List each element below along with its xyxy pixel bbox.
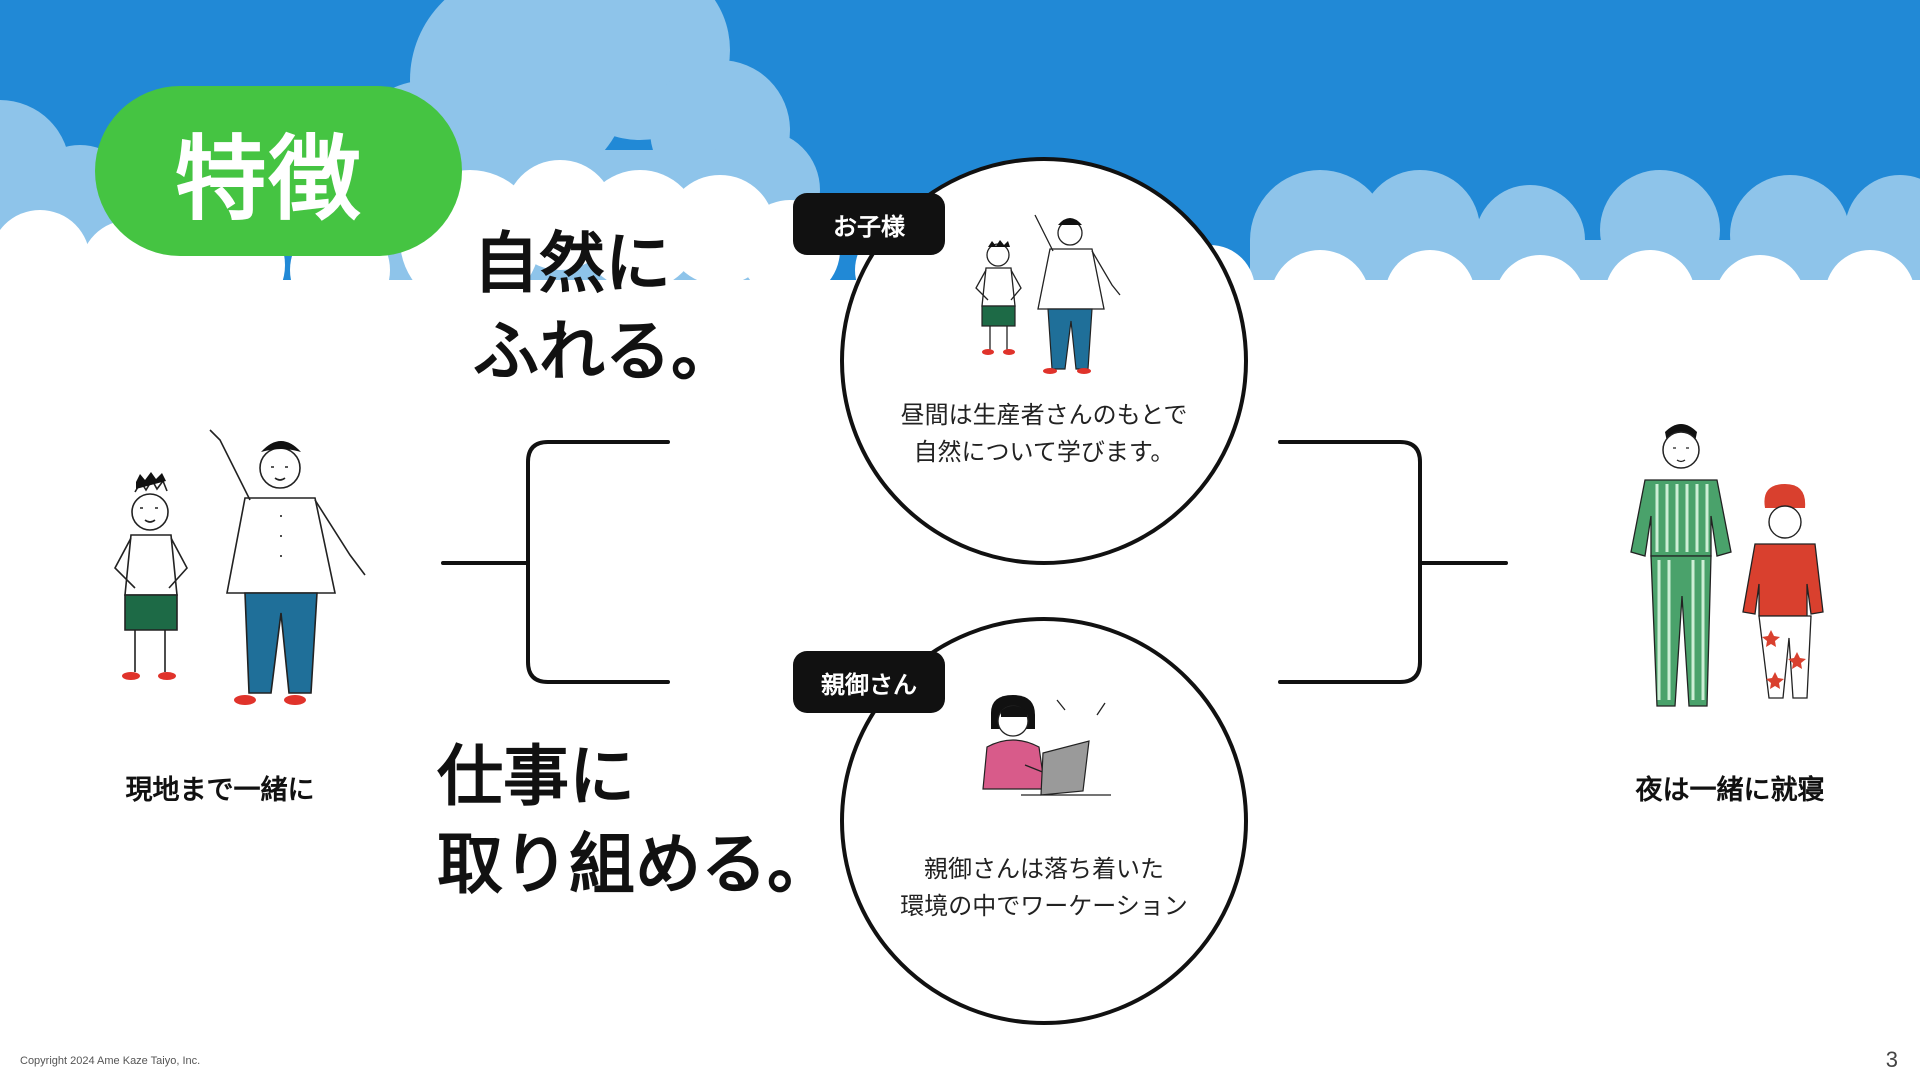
- heading-work-line-1: 仕事に: [437, 738, 635, 815]
- child-card-text: 昼間は生産者さんのもとで 自然について学びます。: [844, 397, 1244, 471]
- woman-laptop-illustration: [982, 695, 1111, 796]
- page-title: 特徴: [174, 125, 363, 233]
- child-tag: お子様: [793, 193, 945, 255]
- family-pajamas-illustration: [1630, 424, 1824, 707]
- parent-tag: 親御さん: [793, 651, 945, 713]
- caption-sleep-together: 夜は一緒に就寝: [1635, 775, 1825, 806]
- parent-card-text-line-1: 親御さんは落ち着いた: [924, 855, 1164, 883]
- copyright-footer: Copyright 2024 Ame Kaze Taiyo, Inc.: [20, 1055, 201, 1067]
- parent-card-text-line-2: 環境の中でワーケーション: [900, 892, 1188, 920]
- heading-nature-line-1: 自然に: [473, 225, 671, 302]
- parent-child-pointing-illustration: [114, 429, 366, 705]
- title-badge: 特徴: [95, 86, 462, 256]
- heading-work-line-2: 取り組める。: [437, 826, 833, 903]
- heading-nature: 自然に ふれる。: [473, 220, 737, 396]
- heading-work: 仕事に 取り組める。: [437, 733, 833, 909]
- heading-nature-line-2: ふれる。: [473, 313, 737, 390]
- parent-child-pointing-small-illustration: [975, 214, 1121, 374]
- caption-together-to-site: 現地まで一緒に: [125, 775, 315, 806]
- page-number: 3: [1885, 1047, 1898, 1072]
- parent-card-text: 親御さんは落ち着いた 環境の中でワーケーション: [844, 851, 1244, 925]
- child-card-text-line-1: 昼間は生産者さんのもとで: [900, 401, 1188, 429]
- child-card-text-line-2: 自然について学びます。: [913, 438, 1175, 466]
